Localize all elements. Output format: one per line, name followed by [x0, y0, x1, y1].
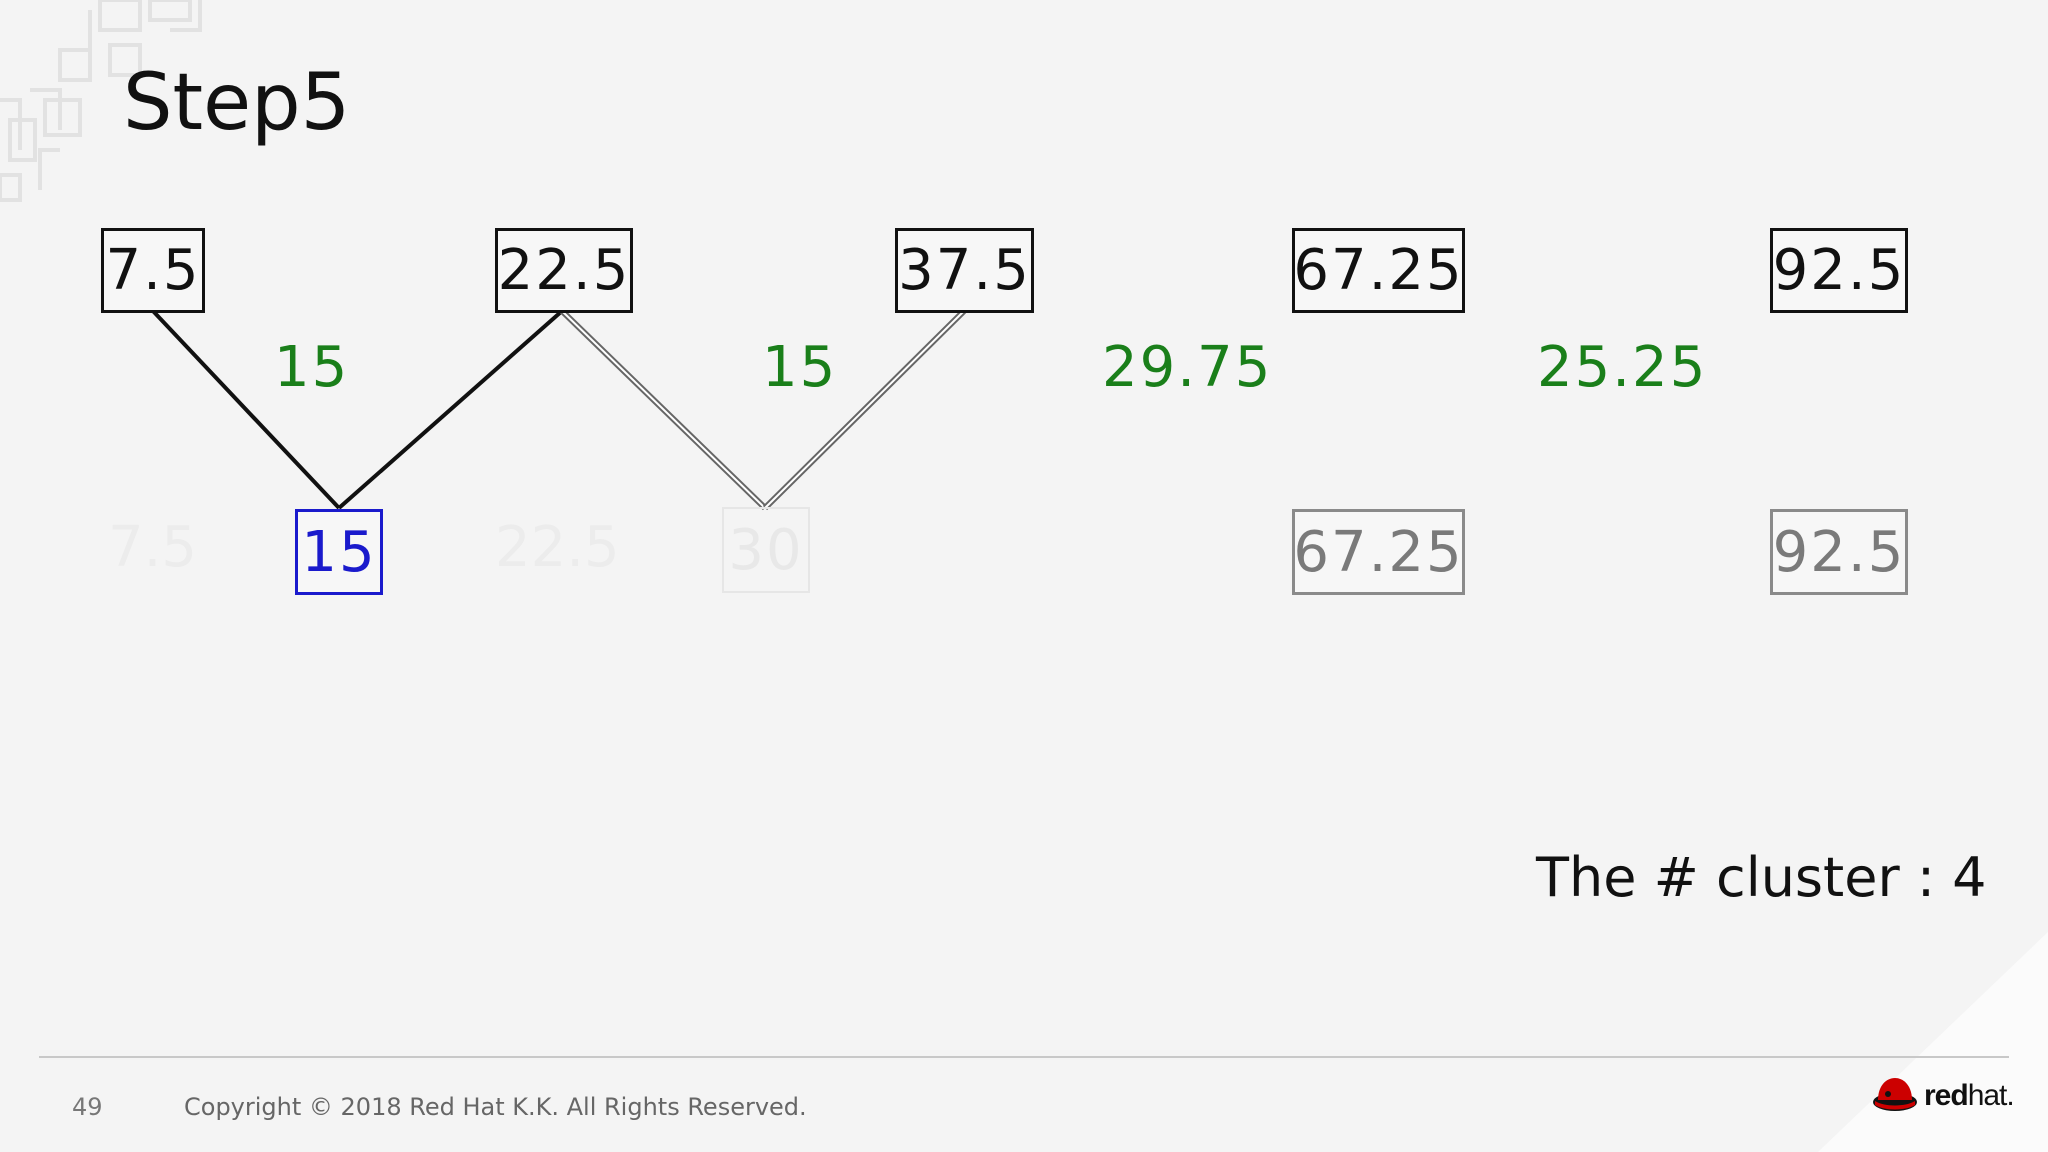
cluster-count-text: The # cluster : 4	[1536, 846, 1987, 909]
redhat-logo: redhat.	[1872, 1076, 2015, 1116]
top-box-4: 67.25	[1292, 228, 1465, 313]
footer-divider	[39, 1056, 2009, 1058]
ghost-box: 30	[722, 507, 810, 593]
logo-wordmark-bold: red	[1924, 1079, 1969, 1112]
corner-wedge-decoration	[1818, 932, 2048, 1152]
gray-box-1: 67.25	[1292, 509, 1465, 595]
corner-pattern-decoration	[0, 0, 202, 202]
faded-value-mid: 22.5	[495, 515, 620, 580]
faded-value-left: 7.5	[108, 515, 198, 580]
distance-label-3: 29.75	[1102, 335, 1273, 400]
logo-wordmark: redhat.	[1924, 1079, 2015, 1113]
shadowman-icon	[1873, 1078, 1917, 1111]
logo-wordmark-light: hat.	[1967, 1079, 2015, 1112]
top-box-1: 7.5	[101, 228, 205, 313]
distance-label-4: 25.25	[1537, 335, 1708, 400]
merged-box: 15	[295, 509, 383, 595]
top-box-5: 92.5	[1770, 228, 1908, 313]
top-box-2: 22.5	[495, 228, 633, 313]
gray-box-2: 92.5	[1770, 509, 1908, 595]
copyright-text: Copyright © 2018 Red Hat K.K. All Rights…	[184, 1093, 807, 1121]
top-box-3: 37.5	[895, 228, 1034, 313]
page-number: 49	[72, 1093, 103, 1121]
distance-label-2: 15	[762, 335, 838, 400]
slide-title: Step5	[123, 58, 351, 148]
distance-label-1: 15	[274, 335, 350, 400]
